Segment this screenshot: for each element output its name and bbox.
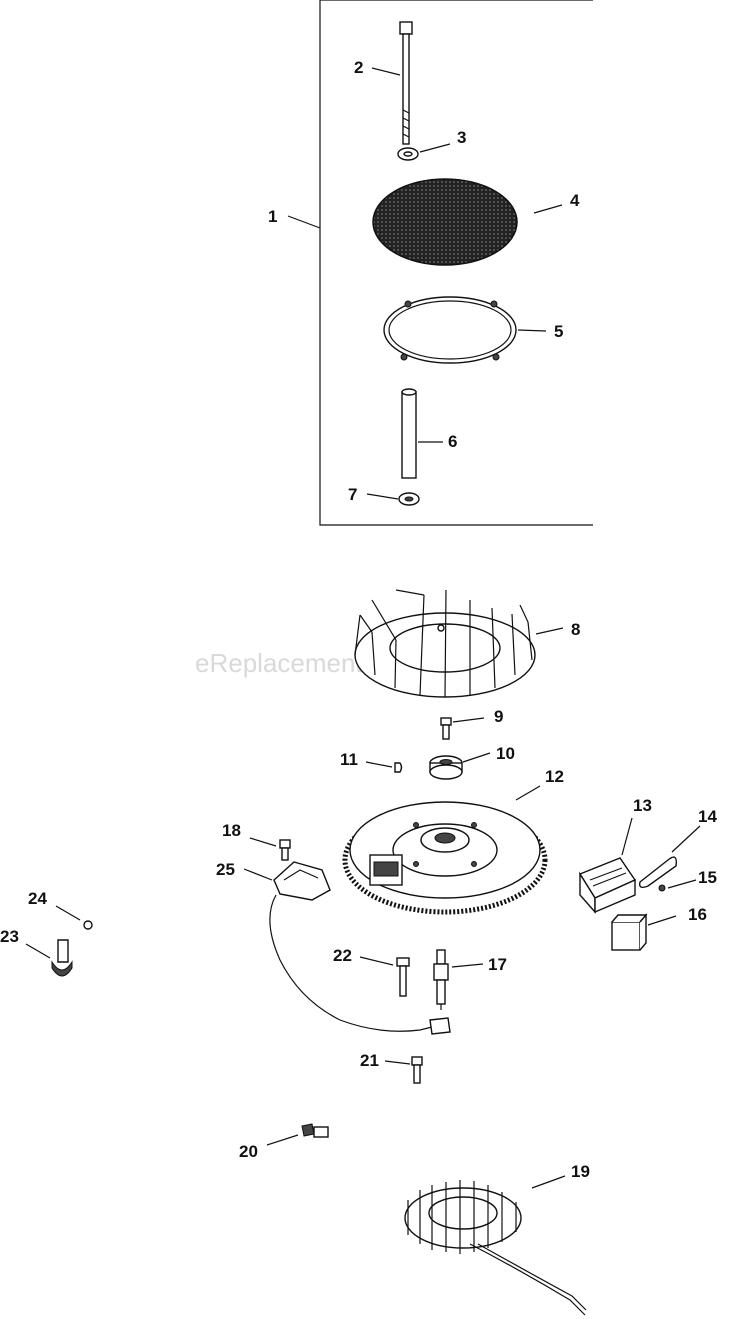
- leader-4: [533, 204, 563, 214]
- leader-15: [667, 879, 697, 889]
- callout-2: 2: [354, 58, 363, 77]
- flywheel: [342, 801, 548, 915]
- air-screen: [372, 178, 518, 266]
- leader-18: [249, 837, 277, 847]
- long-bolt: [399, 21, 413, 145]
- leader-3: [419, 143, 451, 153]
- wire-clip: [301, 1123, 329, 1138]
- callout-19: 19: [571, 1162, 590, 1181]
- leader-13: [621, 817, 633, 856]
- callout-12: 12: [545, 767, 564, 786]
- bracket-screw: [658, 884, 666, 892]
- stator-screw-21: [411, 1056, 423, 1084]
- spark-plug: [433, 949, 449, 1010]
- callout-1: 1: [268, 207, 277, 226]
- leader-17: [451, 963, 484, 968]
- callout-16: 16: [688, 905, 707, 924]
- callout-23: 23: [0, 927, 19, 946]
- leader-22: [359, 956, 394, 966]
- rectifier-regulator: [578, 857, 637, 914]
- callout-5: 5: [554, 322, 563, 341]
- callout-15: 15: [698, 868, 717, 887]
- leader-23: [25, 943, 51, 959]
- callout-7: 7: [348, 485, 357, 504]
- leader-21: [384, 1060, 411, 1065]
- callout-6: 6: [448, 432, 457, 451]
- mounting-bracket: [638, 856, 678, 889]
- retaining-ring: [383, 296, 517, 364]
- leader-5: [517, 329, 547, 332]
- callout-9: 9: [494, 707, 503, 726]
- leader-24: [55, 905, 81, 921]
- callout-13: 13: [633, 796, 652, 815]
- washer-upper: [397, 147, 419, 161]
- washer-lower: [398, 492, 420, 506]
- callout-22: 22: [333, 946, 352, 965]
- flywheel-key: [394, 762, 403, 773]
- fan-screw: [440, 717, 452, 740]
- leader-2: [371, 67, 401, 76]
- leader-14: [671, 825, 701, 853]
- leader-1: [287, 215, 321, 229]
- clamp-screw: [83, 920, 93, 930]
- callout-20: 20: [239, 1142, 258, 1161]
- leader-20: [266, 1134, 299, 1146]
- callout-14: 14: [698, 807, 717, 826]
- stator: [404, 1180, 587, 1316]
- stator-screw-22: [396, 957, 410, 997]
- spacer-sleeve: [401, 388, 417, 479]
- callout-17: 17: [488, 955, 507, 974]
- connector: [611, 913, 648, 951]
- leader-25: [243, 868, 273, 881]
- kit-bracket: [319, 0, 593, 526]
- leader-10: [462, 752, 491, 763]
- callout-24: 24: [28, 889, 47, 908]
- callout-21: 21: [360, 1051, 379, 1070]
- leader-7: [366, 493, 399, 500]
- callout-8: 8: [571, 620, 580, 639]
- callout-11: 11: [340, 750, 358, 769]
- cable-clamp: [51, 939, 73, 977]
- leader-8: [535, 627, 564, 635]
- cooling-fan: [354, 589, 536, 698]
- ignition-module: [269, 861, 451, 1035]
- leader-9: [452, 717, 485, 723]
- leader-12: [515, 785, 541, 801]
- leader-19: [531, 1175, 566, 1189]
- fan-spacer: [429, 755, 463, 780]
- leader-11: [365, 761, 393, 768]
- callout-18: 18: [222, 821, 241, 840]
- callout-3: 3: [457, 128, 466, 147]
- coil-screw: [279, 839, 291, 861]
- callout-10: 10: [496, 744, 515, 763]
- callout-4: 4: [570, 191, 580, 210]
- leader-16: [647, 915, 677, 926]
- callout-25: 25: [216, 860, 235, 879]
